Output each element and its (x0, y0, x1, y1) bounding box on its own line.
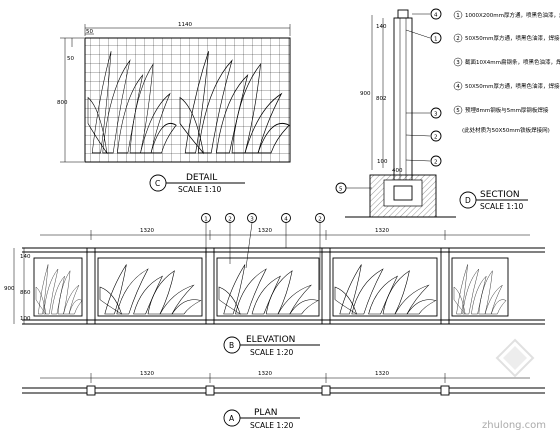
svg-text:140: 140 (376, 24, 387, 30)
svg-text:4: 4 (284, 217, 288, 223)
svg-text:4: 4 (434, 13, 438, 19)
elev-callout-2 (225, 213, 235, 223)
svg-text:3: 3 (456, 60, 460, 66)
elev-callout-1 (201, 213, 211, 223)
svg-text:140: 140 (20, 254, 31, 260)
note-4: 50X50mm厚方通，喷黑色油漆，焊接 (465, 82, 560, 90)
note-2: 50X50mm厚方通，喷黑色油漆，焊接 (465, 34, 560, 42)
svg-text:5: 5 (456, 108, 460, 114)
elev-callout-2b (315, 213, 325, 223)
elev-span-3: 1320 (375, 228, 389, 234)
section-post (393, 17, 413, 181)
section-callout-1 (430, 32, 442, 44)
plan-scale: SCALE 1:20 (250, 421, 293, 430)
detail-title: DETAIL (186, 173, 217, 183)
section-dim-total: 900 (360, 91, 371, 97)
elev-callout-3 (247, 213, 257, 223)
plan-span-1: 1320 (140, 371, 154, 377)
svg-text:3: 3 (434, 112, 438, 118)
detail-drawing: 1140 50 800 50 C DETAIL SCALE 1:10 (57, 22, 291, 194)
section-scale: SCALE 1:10 (480, 202, 523, 211)
svg-text:1: 1 (456, 13, 460, 19)
elev-panel-1 (33, 257, 83, 317)
note-3: 截面10X4mm扁钢条，喷黑色油漆，焊接 (465, 58, 560, 66)
svg-text:860: 860 (20, 290, 31, 296)
detail-dim-top-small: 50 (86, 29, 93, 35)
note-5: 预埋8mm钢板与5mm厚钢板焊接 (465, 106, 549, 114)
elev-span-1: 1320 (140, 228, 154, 234)
svg-text:2: 2 (456, 36, 460, 42)
elevation-title: ELEVATION (246, 335, 295, 345)
detail-dim-height: 800 (57, 100, 68, 106)
svg-text:2: 2 (228, 217, 232, 223)
svg-text:100: 100 (20, 316, 31, 322)
svg-text:1: 1 (434, 37, 438, 43)
elev-dim-total: 900 (4, 286, 15, 292)
elev-panel-3 (216, 257, 320, 317)
elevation-scale: SCALE 1:20 (250, 348, 293, 357)
elev-span-2: 1320 (258, 228, 272, 234)
section-callout-3 (430, 107, 442, 119)
elevation-letter: B (229, 341, 234, 350)
detail-panel-grid (84, 37, 291, 163)
elev-panel-2 (97, 257, 203, 317)
section-drawing: 140 900 802 100 400 4 1 3 2 2 5 D SECTIO… (335, 8, 528, 218)
section-letter: D (465, 196, 471, 205)
detail-scale: SCALE 1:10 (178, 185, 221, 194)
svg-text:3: 3 (250, 217, 254, 223)
section-callout-4 (430, 8, 442, 20)
note-1: 1000X200mm厚方通，喷黑色油漆，焊接 (465, 11, 560, 19)
section-callout-2 (430, 130, 442, 142)
plan-span-3: 1320 (375, 371, 389, 377)
detail-letter: C (155, 179, 160, 188)
svg-text:5: 5 (339, 187, 343, 193)
plan-letter: A (229, 414, 235, 423)
svg-text:4: 4 (456, 84, 460, 90)
section-callout-5 (335, 182, 347, 194)
svg-text:2: 2 (434, 160, 438, 166)
watermark-text: zhulong.com (482, 420, 546, 431)
note-6: (此处材质为50X50mm铁板焊接网) (462, 126, 550, 134)
detail-dim-left-small: 50 (67, 56, 74, 62)
plan-title: PLAN (254, 408, 278, 418)
section-title: SECTION (480, 190, 520, 200)
section-callout-2b (430, 155, 442, 167)
svg-text:400: 400 (392, 168, 403, 174)
notes-list: 1 1000X200mm厚方通，喷黑色油漆，焊接 2 50X50mm厚方通，喷黑… (453, 10, 560, 134)
svg-text:2: 2 (434, 135, 438, 141)
elev-panel-4 (332, 257, 438, 317)
section-dim-inner: 802 (376, 96, 387, 102)
elev-callout-4 (281, 213, 291, 223)
elevation-drawing: 1320 1320 1320 1 2 3 4 2 (4, 213, 545, 357)
plan-span-2: 1320 (258, 371, 272, 377)
svg-text:1: 1 (204, 217, 208, 223)
watermark-logo (495, 338, 535, 378)
elev-panel-5 (451, 257, 509, 317)
detail-dim-width: 1140 (178, 22, 192, 28)
svg-text:100: 100 (377, 159, 388, 165)
svg-text:2: 2 (318, 217, 322, 223)
plan-drawing: 1320 1320 1320 A PLAN SCALE 1:20 (22, 371, 545, 430)
